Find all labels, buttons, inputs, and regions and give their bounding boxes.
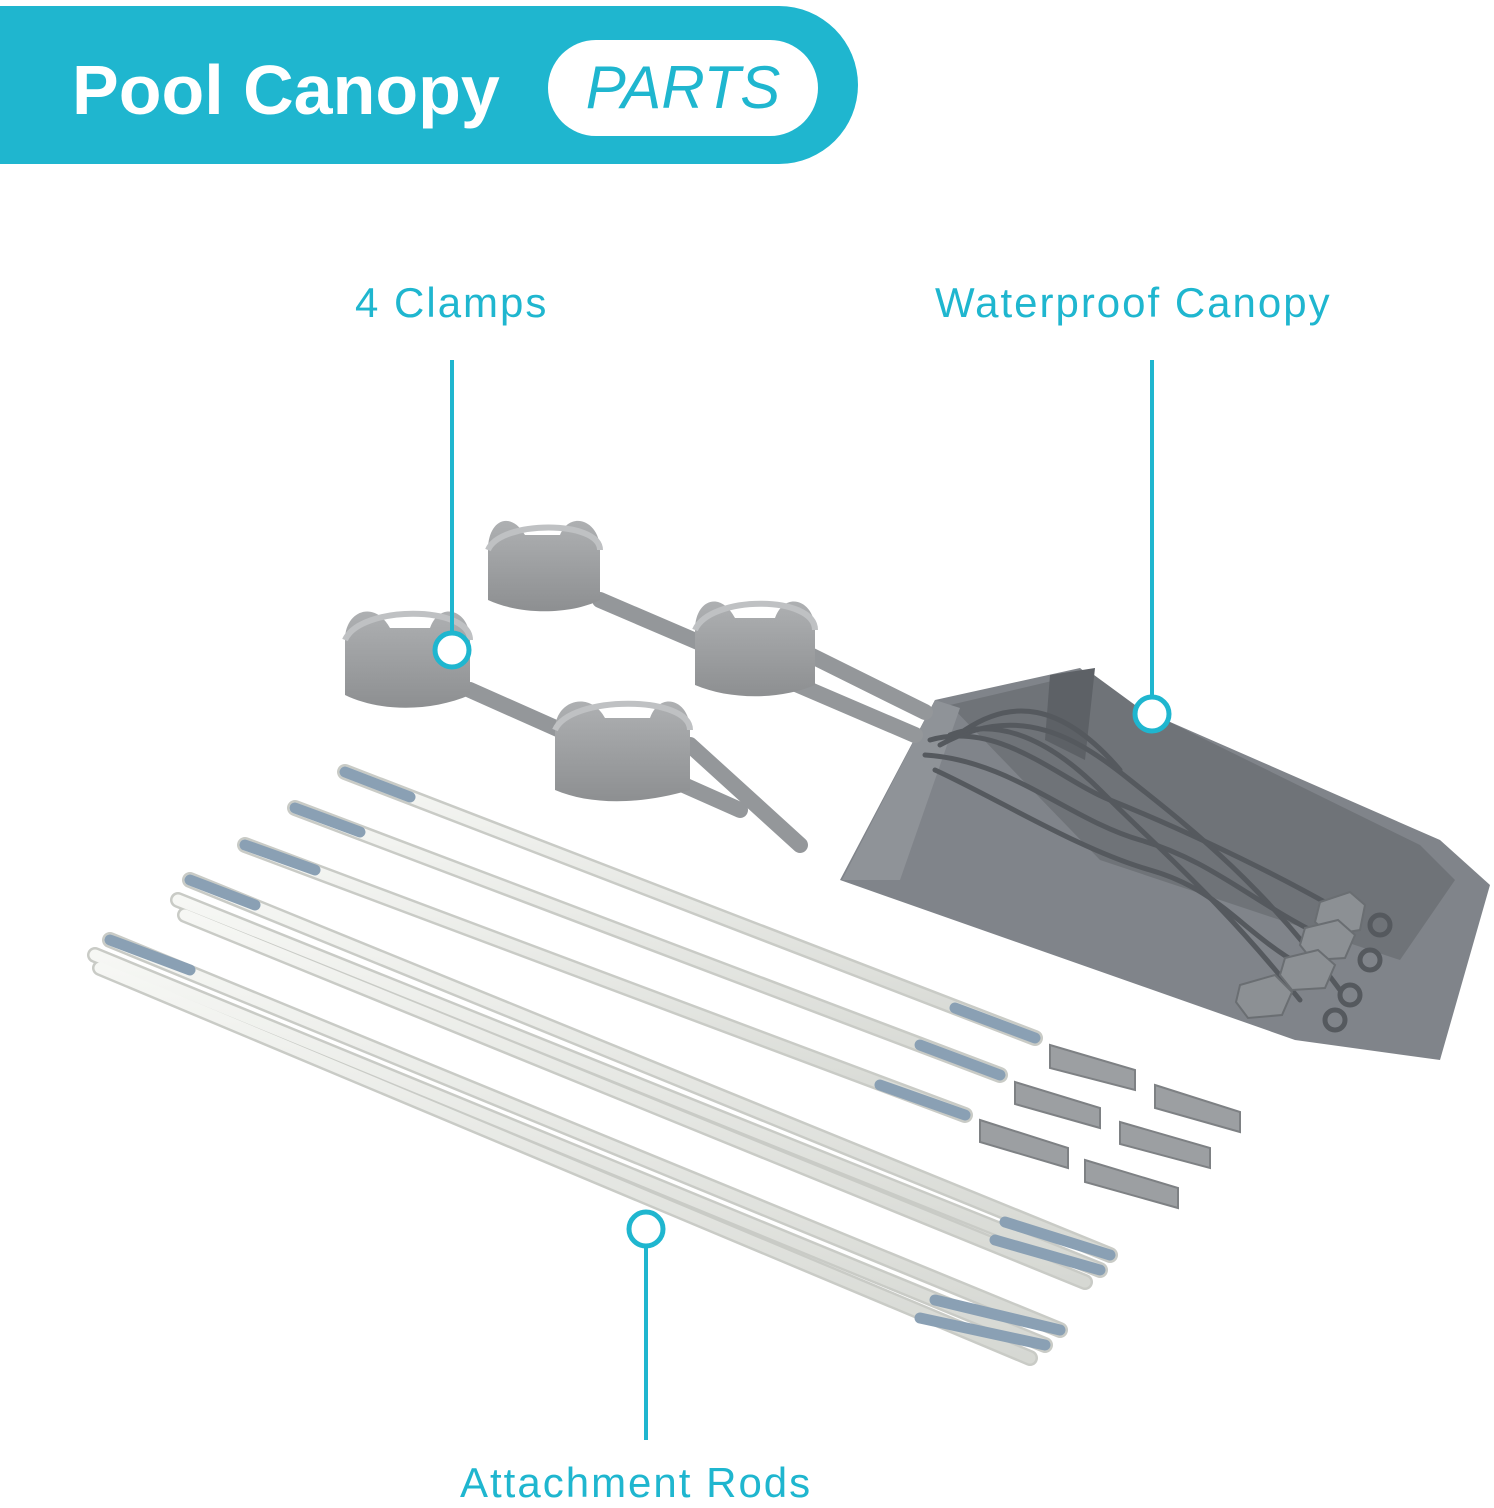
canopy-bundle (840, 668, 1490, 1060)
callout-rods (626, 1209, 666, 1440)
clamp-2 (342, 610, 473, 708)
clamp-1 (485, 520, 603, 612)
callout-canopy (1132, 360, 1172, 734)
attachment-rods (87, 764, 1118, 1366)
header-banner: Pool Canopy PARTS (0, 6, 858, 164)
clamp-3 (692, 600, 818, 697)
end-caps (979, 1043, 1241, 1210)
callout-clamps (432, 360, 472, 670)
clamps-label: 4 Clamps (355, 279, 549, 326)
page-title: Pool Canopy (72, 51, 500, 129)
clamps-group (342, 520, 933, 853)
parts-badge: PARTS (548, 40, 818, 136)
parts-badge-label: PARTS (585, 54, 781, 121)
canopy-label: Waterproof Canopy (935, 279, 1332, 326)
clamp-4 (552, 700, 693, 802)
rods-label: Attachment Rods (460, 1459, 813, 1506)
